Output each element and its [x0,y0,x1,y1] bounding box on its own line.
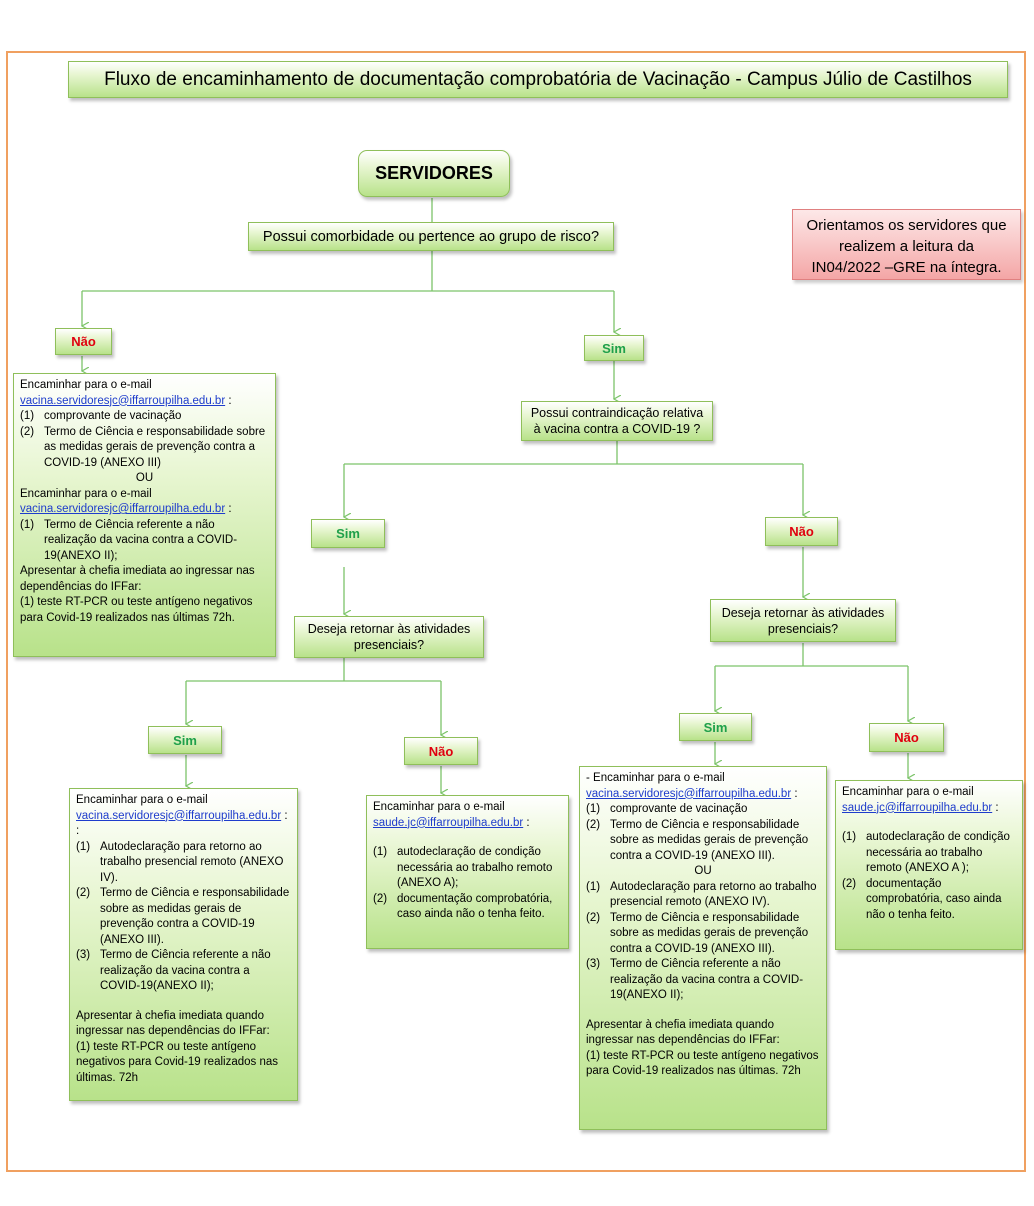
instruction-box-nao-comorbidity: Encaminhar para o e-mail vacina.servidor… [13,373,276,657]
email-link[interactable]: saude.jc@iffarroupilha.edu.br [842,801,993,814]
label-nao-return-left: Não [404,737,478,765]
email-link[interactable]: vacina.servidoresjc@iffarroupilha.edu.br [20,503,226,515]
email-link[interactable]: vacina.servidoresjc@iffarroupilha.edu.br [586,787,792,800]
page-title: Fluxo de encaminhamento de documentação … [68,61,1008,98]
note-line: Orientamos os servidores que [806,216,1007,234]
instruction-box-nao-return-left: Encaminhar para o e-mail saude.jc@iffarr… [366,795,569,949]
note-box: Orientamos os servidores que realizem a … [792,209,1021,280]
label-sim-return-left: Sim [148,726,222,754]
label-nao-comorbidity: Não [55,328,112,355]
instruction-box-nao-return-right: Encaminhar para o e-mail saude.jc@iffarr… [835,780,1023,950]
label-sim-return-right: Sim [679,713,752,741]
email-link[interactable]: vacina.servidoresjc@iffarroupilha.edu.br [20,394,226,407]
instruction-box-sim-return-right: - Encaminhar para o e-mail vacina.servid… [579,766,827,1130]
label-nao-return-right: Não [869,723,944,752]
instruction-box-sim-return-left: Encaminhar para o e-mail vacina.servidor… [69,788,298,1101]
note-line: realizem a leitura da [838,237,975,255]
question-comorbidity: Possui comorbidade ou pertence ao grupo … [248,222,614,251]
note-line: IN04/2022 –GRE na íntegra. [811,258,1002,276]
label-sim-contraindication: Sim [311,519,385,548]
label-sim-comorbidity: Sim [584,335,644,361]
outer-frame [6,51,1026,1172]
root-node-servidores: SERVIDORES [358,150,510,197]
label-nao-contraindication: Não [765,517,838,546]
email-link[interactable]: vacina.servidoresjc@iffarroupilha.edu.br [76,809,282,822]
email-link[interactable]: saude.jc@iffarroupilha.edu.br [373,816,524,829]
